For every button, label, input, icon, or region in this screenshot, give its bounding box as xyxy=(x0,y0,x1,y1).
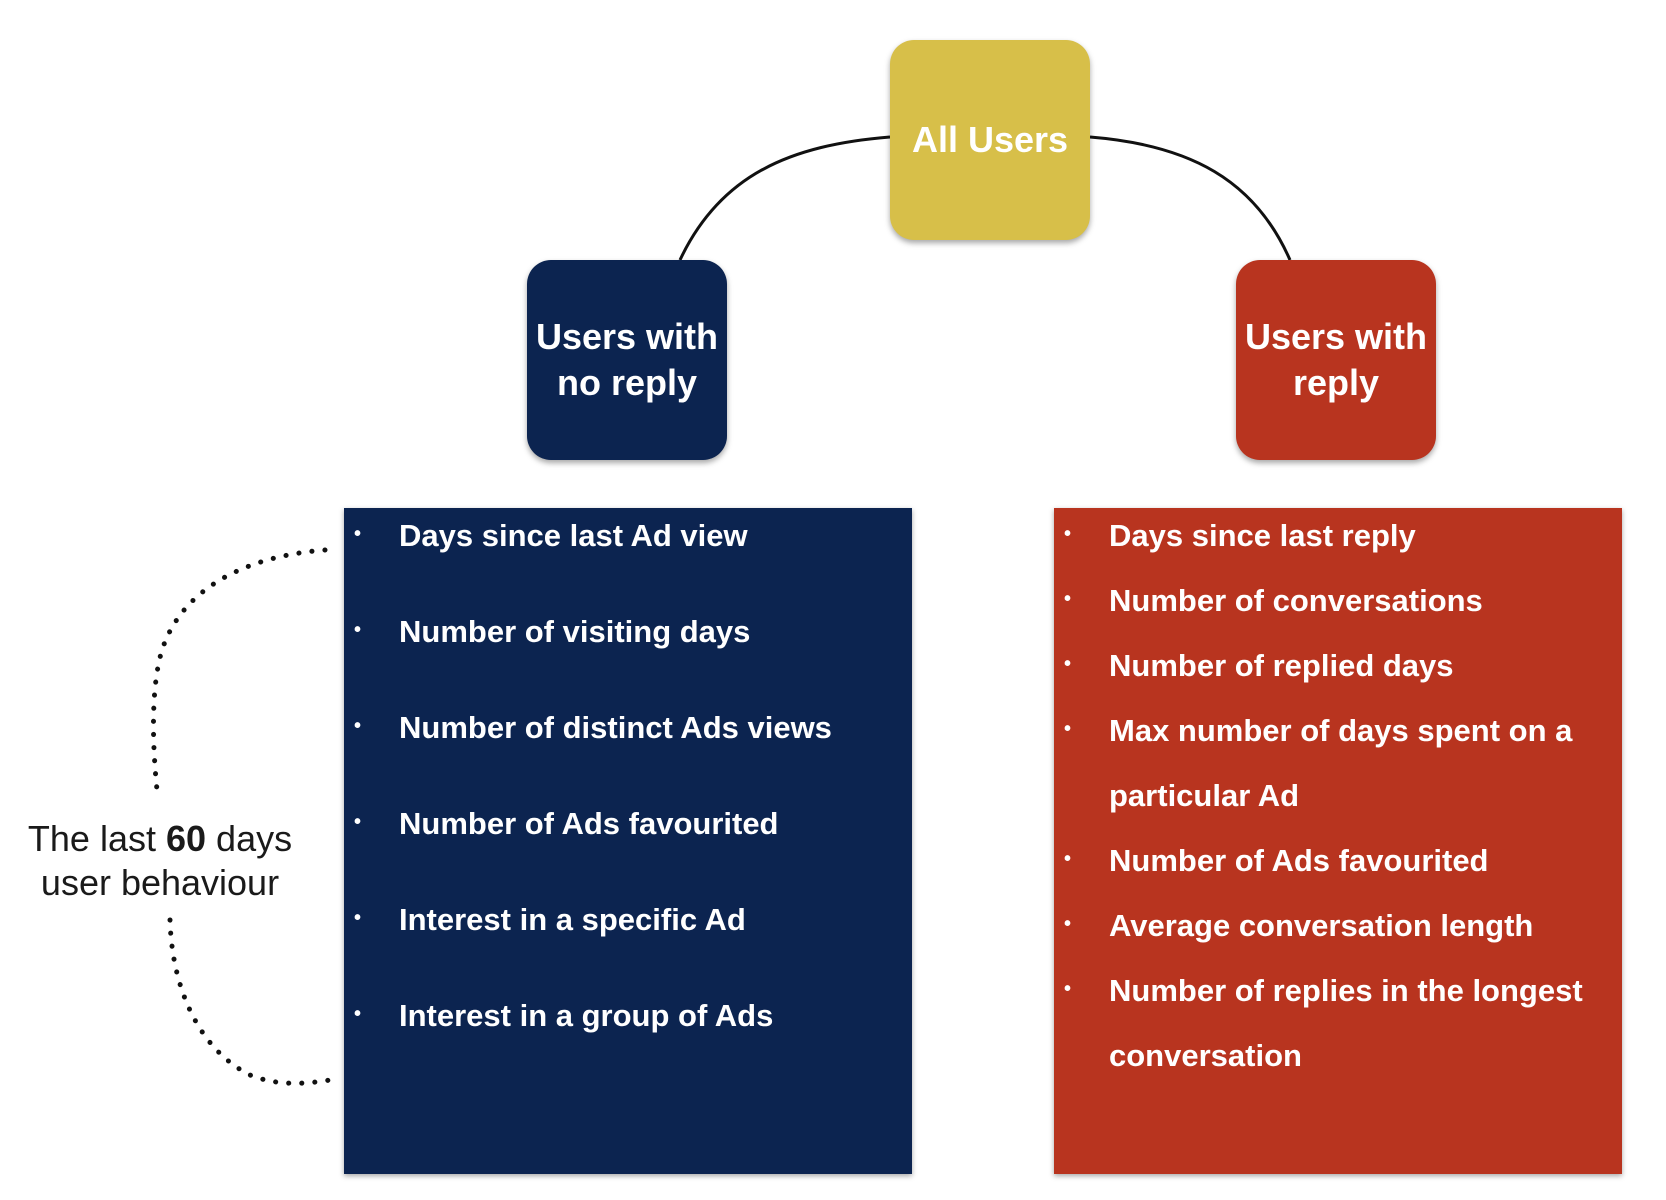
feature-item: • Max number of days spent on a xyxy=(1054,711,1622,751)
bullet-icon: • xyxy=(1064,978,1072,1000)
annotation-suffix: days xyxy=(216,818,293,859)
bullet-icon: • xyxy=(1064,588,1072,610)
feature-text: Number of conversations xyxy=(1109,583,1483,618)
feature-item: • Number of Ads favourited xyxy=(344,804,912,844)
feature-item-continuation: particular Ad xyxy=(1054,776,1622,816)
feature-item: • Number of distinct Ads views xyxy=(344,708,912,748)
feature-item: • Interest in a group of Ads xyxy=(344,996,912,1036)
feature-text: Number of visiting days xyxy=(399,614,751,649)
time-window-annotation: The last 60 days user behaviour xyxy=(10,817,310,905)
bullet-icon: • xyxy=(1064,523,1072,545)
feature-text: Number of Ads favourited xyxy=(399,806,779,841)
bullet-icon: • xyxy=(1064,913,1072,935)
feature-item: • Days since last Ad view xyxy=(344,516,912,556)
feature-text: Max number of days spent on a xyxy=(1109,713,1573,748)
feature-text: Number of replied days xyxy=(1109,648,1454,683)
feature-item: • Days since last reply xyxy=(1054,516,1622,556)
bullet-icon: • xyxy=(1064,848,1072,870)
no-reply-features-panel: • Days since last Ad view • Number of vi… xyxy=(344,508,912,1174)
bullet-icon: • xyxy=(1064,718,1072,740)
users-no-reply-label-line: no reply xyxy=(556,362,698,403)
feature-text: conversation xyxy=(1109,1038,1302,1073)
bullet-icon: • xyxy=(1064,653,1072,675)
connector-root-to-reply xyxy=(1089,135,1292,261)
users-with-reply-label-line: reply xyxy=(1292,362,1380,403)
bullet-icon: • xyxy=(354,1003,362,1025)
bullet-icon: • xyxy=(354,523,362,545)
connector-root-to-no-reply xyxy=(678,135,891,261)
feature-text: Number of Ads favourited xyxy=(1109,843,1489,878)
feature-text: Interest in a specific Ad xyxy=(399,902,746,937)
users-no-reply-node: Users with no reply xyxy=(527,260,727,460)
annotation-line-2: user behaviour xyxy=(40,862,280,903)
feature-item: • Number of visiting days xyxy=(344,612,912,652)
feature-item: • Interest in a specific Ad xyxy=(344,900,912,940)
annotation-number: 60 xyxy=(165,818,207,859)
feature-text: Interest in a group of Ads xyxy=(399,998,774,1033)
bullet-icon: • xyxy=(354,907,362,929)
dotted-bracket-arc-lower xyxy=(167,917,333,1086)
bullet-icon: • xyxy=(354,715,362,737)
feature-item: • Average conversation length xyxy=(1054,906,1622,946)
bullet-icon: • xyxy=(354,811,362,833)
users-no-reply-label-line: Users with xyxy=(535,316,719,357)
users-with-reply-node: Users with reply xyxy=(1236,260,1436,460)
with-reply-features-panel: • Days since last reply • Number of conv… xyxy=(1054,508,1622,1174)
feature-item: • Number of replied days xyxy=(1054,646,1622,686)
feature-text: particular Ad xyxy=(1109,778,1300,813)
feature-text: Days since last reply xyxy=(1109,518,1416,553)
feature-item: • Number of Ads favourited xyxy=(1054,841,1622,881)
feature-item: • Number of replies in the longest xyxy=(1054,971,1622,1011)
feature-item: • Number of conversations xyxy=(1054,581,1622,621)
dotted-bracket-arc xyxy=(151,547,328,793)
all-users-label: All Users xyxy=(911,119,1069,160)
feature-item-continuation: conversation xyxy=(1054,1036,1622,1076)
all-users-node: All Users xyxy=(890,40,1090,240)
feature-text: Number of distinct Ads views xyxy=(399,710,832,745)
annotation-prefix: The last xyxy=(27,818,156,859)
users-with-reply-label-line: Users with xyxy=(1244,316,1428,357)
feature-text: Days since last Ad view xyxy=(399,518,748,553)
feature-text: Number of replies in the longest xyxy=(1109,973,1583,1008)
bullet-icon: • xyxy=(354,619,362,641)
feature-text: Average conversation length xyxy=(1109,908,1534,943)
annotation-line-1: The last 60 days xyxy=(10,817,310,861)
